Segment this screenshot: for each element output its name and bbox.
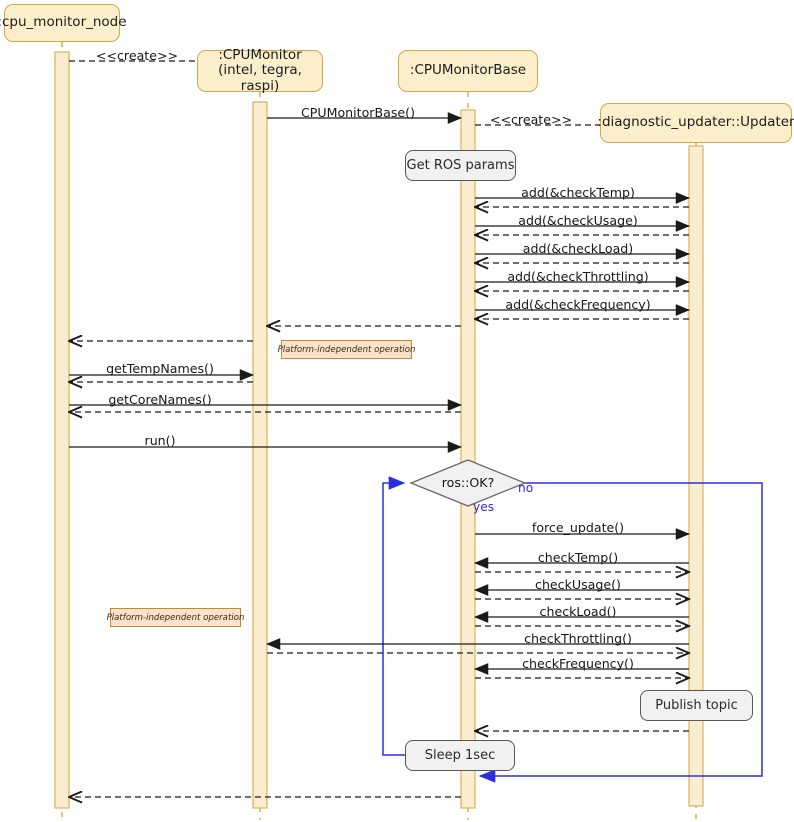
decision-branch-no: no xyxy=(518,481,534,495)
message-label-m-create-updater: <<create>> xyxy=(489,112,573,127)
loop-back-path xyxy=(382,476,406,756)
message-label-m-add-checktemp: add(&checkTemp) xyxy=(521,185,635,200)
fragment-get-ros-params[interactable]: Get ROS params xyxy=(405,150,516,181)
lifelines xyxy=(61,42,697,820)
activation-base-1 xyxy=(460,109,476,809)
ros-ok-decision-shape xyxy=(409,459,527,507)
message-label-m-checkthrottling: checkThrottling() xyxy=(524,631,632,646)
loop-no-path xyxy=(478,482,763,783)
message-label-m-add-checkfrequency: add(&checkFrequency) xyxy=(505,297,651,312)
message-label-m-add-checkusage: add(&checkUsage) xyxy=(518,213,638,228)
message-label-m-add-checkload: add(&checkLoad) xyxy=(522,241,634,256)
message-label-m-add-checkthrottling: add(&checkThrottling) xyxy=(507,269,649,284)
message-label-m-checkusage: checkUsage() xyxy=(535,577,621,592)
message-arrow-layer xyxy=(69,61,689,797)
message-label-m-run: run() xyxy=(144,433,176,448)
message-label-m-checkfrequency: checkFrequency() xyxy=(522,656,634,671)
message-label-m-gettempnames: getTempNames() xyxy=(106,361,214,376)
activation-updater xyxy=(688,145,704,807)
note-platform-independent-upper: Platform-independent operation xyxy=(278,340,415,359)
fragment-sleep-1sec[interactable]: Sleep 1sec xyxy=(405,740,515,771)
message-label-m-getcorenames: getCoreNames() xyxy=(108,392,212,407)
decision-label-ros-ok: ros::OK? xyxy=(441,475,495,490)
activation-bars xyxy=(54,51,704,809)
activation-monitor xyxy=(252,101,268,809)
message-label-m-cpumonitorbase: CPUMonitorBase() xyxy=(301,105,415,120)
note-platform-independent-lower: Platform-independent operation xyxy=(107,608,244,627)
participant-cpu-monitor-node[interactable]: :cpu_monitor_node xyxy=(0,4,127,42)
decision-branch-yes: yes xyxy=(473,500,495,514)
participant-diagnostic-updater[interactable]: :diagnostic_updater::Updater xyxy=(597,103,794,143)
message-label-m-force-update: force_update() xyxy=(531,520,625,535)
participant-cpumonitor[interactable]: :CPUMonitor (intel, tegra, raspi) xyxy=(197,47,323,94)
message-label-m-create-monitor: <<create>> xyxy=(95,48,179,63)
activation-node xyxy=(54,51,70,809)
participant-cpumonitorbase[interactable]: :CPUMonitorBase xyxy=(398,50,538,92)
message-label-m-checktemp: checkTemp() xyxy=(537,550,619,565)
message-label-m-checkload: checkLoad() xyxy=(539,604,617,619)
fragment-publish-topic[interactable]: Publish topic xyxy=(640,690,753,721)
loop-control-flow xyxy=(382,476,763,783)
